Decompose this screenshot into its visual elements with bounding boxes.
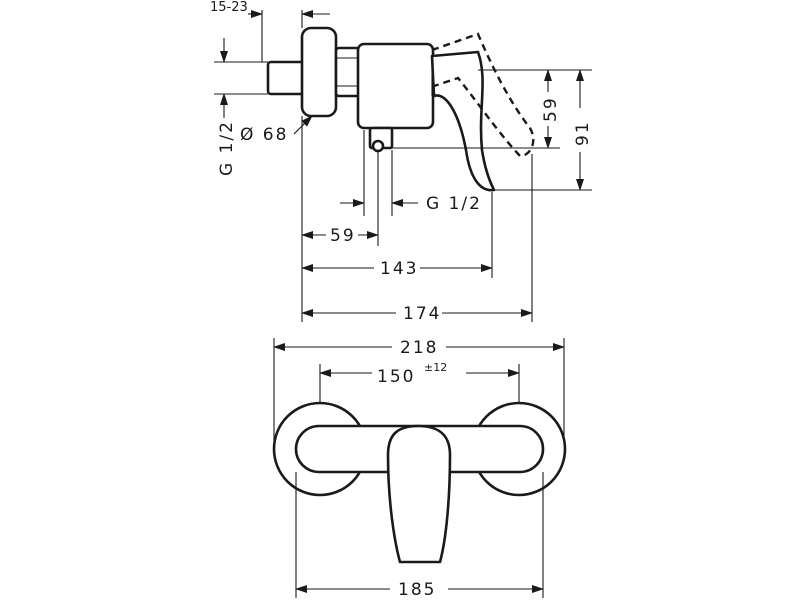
dim-218-label: 218 [400,338,438,358]
hex-nut [334,46,362,98]
dim-143-label: 143 [380,259,418,279]
lever-handle [430,50,496,192]
dim-diameter-label: Ø 68 [240,125,288,145]
dim-91-vertical-label: 91 [573,120,593,146]
dim-59-vertical-label: 59 [541,96,561,122]
wall-flange [300,26,338,118]
lever-alt-position [431,32,535,158]
lever-front [386,424,452,564]
dim-g-half-left-label: G 1/2 [217,120,237,176]
mixer-body [356,42,435,130]
dim-15-23-label: 15-23 [210,0,248,15]
side-view: 15-23 G 1/2 Ø 68 59 91 G 1/2 5 [210,0,593,324]
dim-59-horizontal-label: 59 [330,226,356,246]
dim-g-half-bottom-label: G 1/2 [426,194,482,214]
dim-150-label: 150 [377,367,415,387]
dim-185-label: 185 [398,580,436,600]
front-view: 218 150 ±12 185 [272,338,567,600]
dim-174-label: 174 [403,304,441,324]
dim-150-tolerance-label: ±12 [424,361,447,374]
